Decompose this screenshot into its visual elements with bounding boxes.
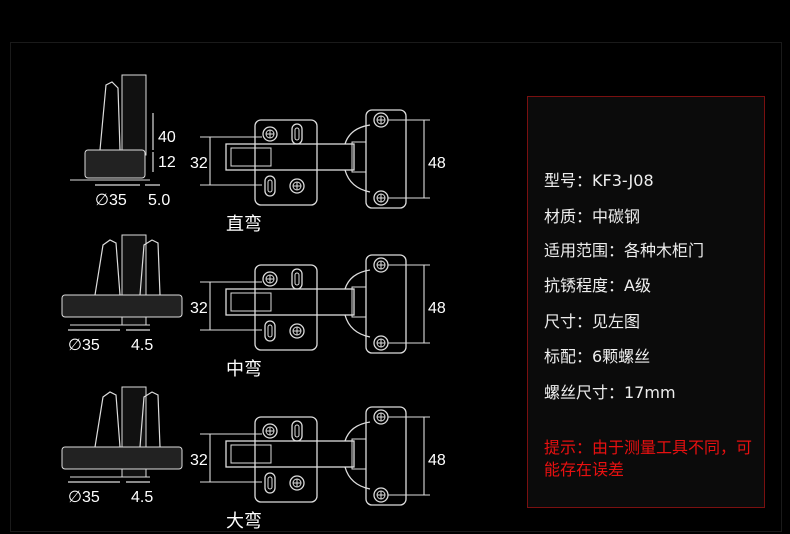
spec-material: 材质：中碳钢 xyxy=(544,207,641,226)
height-bottom-label: 12 xyxy=(158,154,176,171)
screw-slot-icon xyxy=(264,320,276,342)
door-panel xyxy=(121,74,147,156)
spec-model: 型号：KF3-J08 xyxy=(544,171,654,190)
screw-cross xyxy=(293,182,301,190)
hinge-arm xyxy=(225,288,355,316)
hinge-1: ∅35 5.0 40 12 32 48 直弯 xyxy=(70,74,446,234)
screw-hole-icon xyxy=(262,271,278,287)
screw-slot-inner xyxy=(267,476,273,490)
screw-slot-inner xyxy=(294,424,300,438)
screw-hole-icon xyxy=(289,475,305,491)
hinge-cup-side xyxy=(84,149,146,179)
screw-hole-icon xyxy=(262,423,278,439)
hinge-type-label: 大弯 xyxy=(226,511,262,531)
overlay-label: 4.5 xyxy=(131,489,153,506)
height-top-label: 40 xyxy=(158,129,176,146)
screw-cross xyxy=(293,327,301,335)
top-view: 32 48 直弯 xyxy=(190,109,446,234)
hinge-cup-side xyxy=(61,294,183,318)
screw-cross xyxy=(377,261,385,269)
base-width-dimension xyxy=(388,416,430,496)
arm-slot xyxy=(230,292,272,312)
screw-cross xyxy=(266,427,274,435)
cup-arc xyxy=(344,124,371,193)
spec-panel: 型号：KF3-J08 材质：中碳钢 适用范围：各种木柜门 抗锈程度：A级 尺寸：… xyxy=(527,96,765,508)
screw-slot-icon xyxy=(291,420,303,442)
top-view: 32 48 大弯 xyxy=(190,406,446,531)
screw-cross xyxy=(377,116,385,124)
spec-usage: 适用范围：各种木柜门 xyxy=(544,241,705,260)
mounting-plate xyxy=(254,119,318,206)
arm-slot xyxy=(230,444,272,464)
screw-slot-inner xyxy=(267,324,273,338)
screw-slot-icon xyxy=(291,268,303,290)
arm-width-dimension xyxy=(200,433,262,483)
arm-width-dimension xyxy=(200,281,262,331)
notice-text: 提示：由于测量工具不同，可能存在误差 xyxy=(544,438,753,479)
overlay-label: 5.0 xyxy=(148,192,170,209)
hinge-arm-side xyxy=(99,81,121,151)
base-width-label: 48 xyxy=(428,155,446,172)
arm-knuckle xyxy=(351,438,367,470)
hinge-arm-side xyxy=(94,391,161,448)
screw-cross xyxy=(266,130,274,138)
screw-slot-icon xyxy=(291,123,303,145)
mounting-plate xyxy=(254,416,318,503)
cup-diameter-label: ∅35 xyxy=(68,337,100,354)
hinge-arm xyxy=(225,143,355,171)
screw-hole-icon xyxy=(289,323,305,339)
arm-width-label: 32 xyxy=(190,300,208,317)
base-width-dimension xyxy=(388,264,430,344)
arm-width-dimension xyxy=(200,136,262,186)
cup-arc xyxy=(344,269,371,338)
overlay-label: 4.5 xyxy=(131,337,153,354)
screw-cross xyxy=(377,413,385,421)
spec-screw-size: 螺丝尺寸：17mm xyxy=(544,383,676,402)
screw-cross xyxy=(377,339,385,347)
screw-cross xyxy=(377,491,385,499)
screw-hole-icon xyxy=(289,178,305,194)
screw-slot-icon xyxy=(264,472,276,494)
arm-knuckle xyxy=(351,141,367,173)
spec-size: 尺寸：见左图 xyxy=(544,312,641,331)
hinge-arm-side xyxy=(94,239,161,296)
spec-rust: 抗锈程度：A级 xyxy=(544,276,651,295)
screw-slot-inner xyxy=(294,272,300,286)
mounting-plate xyxy=(254,264,318,351)
side-view: ∅35 4.5 xyxy=(61,386,183,506)
hinge-type-label: 中弯 xyxy=(226,359,262,379)
hinge-2: ∅35 4.5 32 48 中弯 xyxy=(61,234,446,379)
base-width-label: 48 xyxy=(428,300,446,317)
cup-diameter-label: ∅35 xyxy=(95,192,127,209)
screw-slot-inner xyxy=(294,127,300,141)
screw-slot-inner xyxy=(267,179,273,193)
hinge-arm xyxy=(225,440,355,468)
side-view: ∅35 4.5 xyxy=(61,234,183,354)
base-width-label: 48 xyxy=(428,452,446,469)
cup-arc xyxy=(344,421,371,490)
hinge-3: ∅35 4.5 32 48 大弯 xyxy=(61,386,446,531)
spec-standard: 标配：6颗螺丝 xyxy=(544,347,651,366)
screw-cross xyxy=(293,479,301,487)
side-view: ∅35 5.0 40 12 xyxy=(70,74,176,209)
image-frame xyxy=(10,42,782,532)
top-view: 32 48 中弯 xyxy=(190,254,446,379)
arm-slot xyxy=(230,147,272,167)
hinge-cup-side xyxy=(61,446,183,470)
arm-width-label: 32 xyxy=(190,452,208,469)
base-width-dimension xyxy=(388,119,430,199)
screw-slot-icon xyxy=(264,175,276,197)
screw-cross xyxy=(266,275,274,283)
arm-knuckle xyxy=(351,286,367,318)
arm-width-label: 32 xyxy=(190,155,208,172)
cup-diameter-label: ∅35 xyxy=(68,489,100,506)
screw-cross xyxy=(377,194,385,202)
hinge-type-label: 直弯 xyxy=(226,214,262,234)
screw-hole-icon xyxy=(262,126,278,142)
